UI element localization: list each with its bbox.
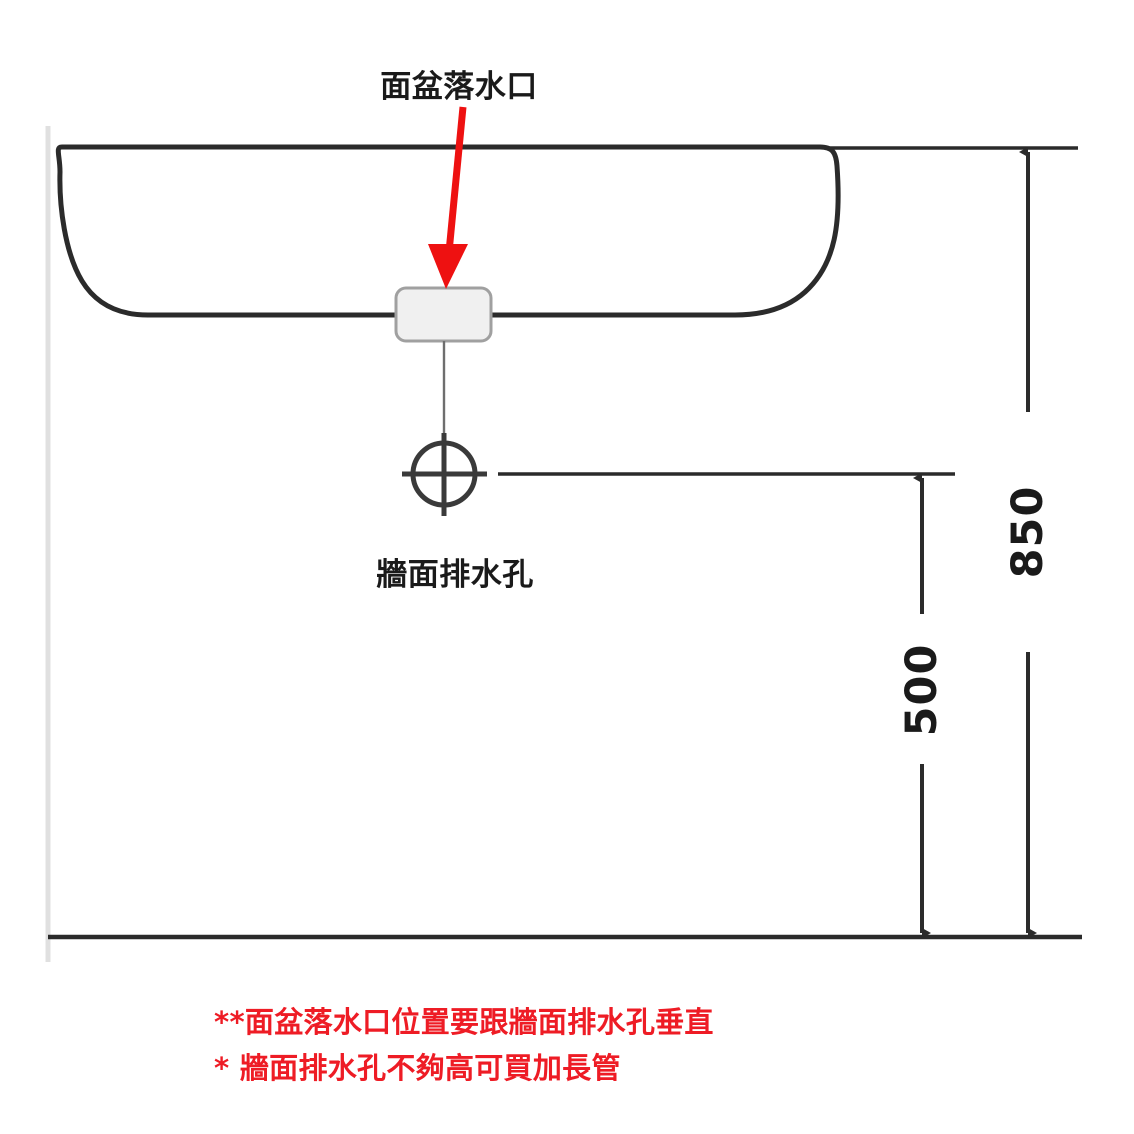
note-line-1: **面盆落水口位置要跟牆面排水孔垂直 — [214, 1005, 714, 1039]
note-line-2: * 牆面排水孔不夠高可買加長管 — [214, 1051, 621, 1085]
crosshair-target-icon — [402, 433, 487, 516]
basin-drain-label: 面盆落水口 — [380, 69, 538, 105]
red-down-arrow-icon — [428, 106, 468, 289]
drain-outlet-icon — [394, 286, 493, 343]
wall-drain-hole-label: 牆面排水孔 — [376, 557, 534, 593]
dimension-500-value: 500 — [897, 644, 947, 737]
dimension-850-value: 850 — [1003, 486, 1053, 579]
